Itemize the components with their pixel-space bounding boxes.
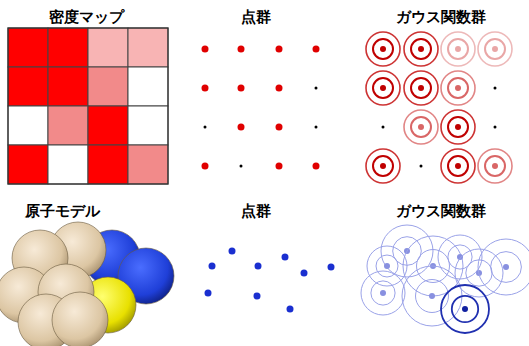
panel-heading: ガウス関数群 xyxy=(396,202,486,220)
density-map xyxy=(8,28,168,184)
gaussian-set xyxy=(366,32,512,183)
panel-heading: 点群 xyxy=(241,202,271,220)
atom-model xyxy=(0,222,174,346)
panel-heading: 原子モデル xyxy=(25,202,100,220)
point-cloud xyxy=(205,248,335,313)
panel-heading: 密度マップ xyxy=(49,8,124,26)
gaussian-set xyxy=(361,225,529,333)
point-cloud xyxy=(202,46,320,170)
panel-heading: 点群 xyxy=(241,8,271,26)
panel-heading: ガウス関数群 xyxy=(396,8,486,26)
